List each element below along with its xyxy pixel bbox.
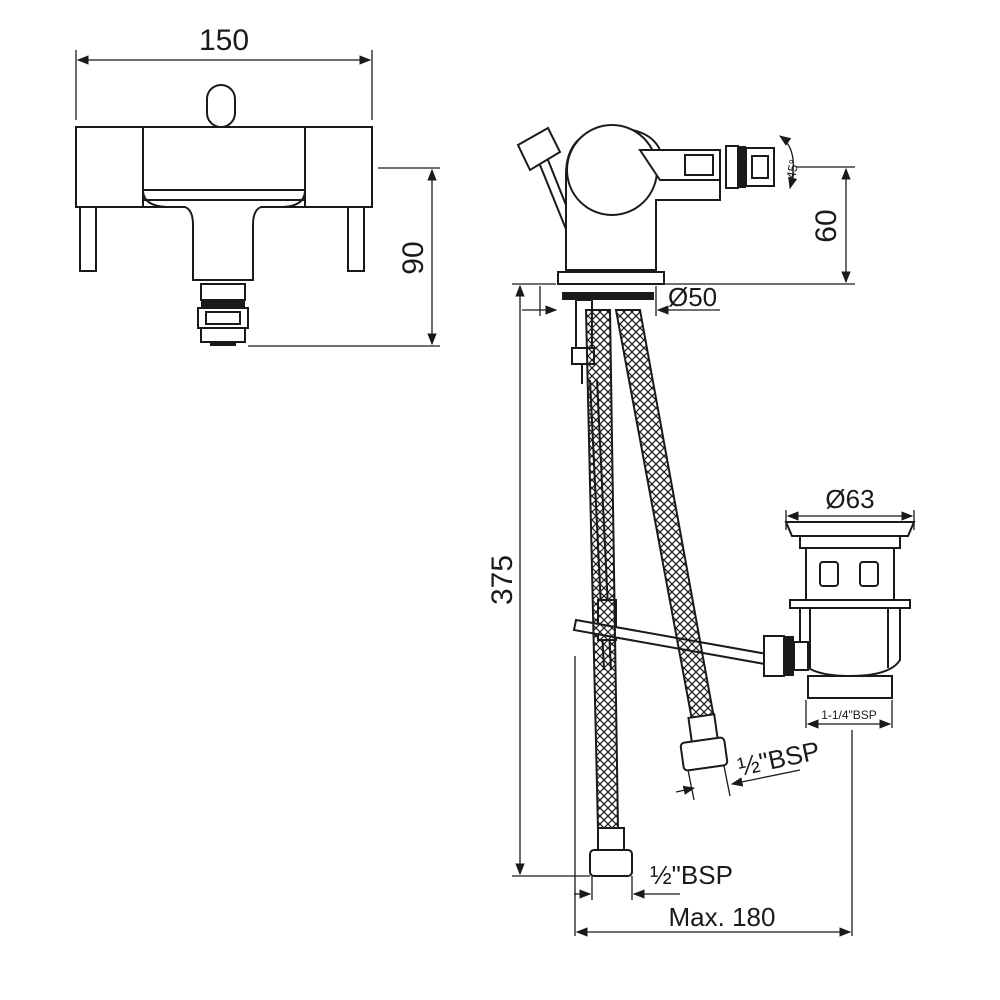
dim-ext-bsp-upper-a [687, 769, 695, 801]
waste-cap-band [799, 535, 901, 549]
nozzle-inner [205, 311, 241, 325]
lever-handle [516, 126, 562, 172]
dim-arrow-bsp-upper-left [675, 785, 696, 795]
dim-max-reach: Max. 180 [669, 902, 776, 932]
dim-waste-thread: 1-1/4"BSP [821, 708, 877, 722]
hose-right [614, 309, 716, 722]
spout-slot [684, 154, 714, 176]
waste-connector-band [784, 636, 794, 676]
top-view: 150 90 [75, 24, 440, 347]
dim-ext-bsp-upper-b [723, 765, 731, 797]
dim-top-width: 150 [199, 24, 249, 57]
spout-head-inner [751, 155, 769, 179]
dim-top-height: 90 [397, 241, 430, 274]
spout-head-band [738, 146, 746, 188]
dim-waste-diameter: Ø63 [825, 484, 874, 514]
waste-connector-a [763, 635, 785, 677]
hose-nut-lower [589, 849, 633, 877]
hose-nut-upper [679, 736, 729, 772]
spout-head-a [725, 145, 739, 189]
dim-arrow-bsp-upper-right [730, 769, 801, 787]
leg-left [79, 206, 97, 272]
waste-window-right [859, 561, 879, 587]
dim-spout-angle: 45° [783, 158, 801, 180]
dim-spout-height: 60 [810, 209, 843, 242]
leg-right [347, 206, 365, 272]
waste-flange [789, 599, 911, 609]
lever-knob [206, 84, 236, 128]
nozzle-top [200, 283, 246, 301]
nozzle-bottom [200, 327, 246, 343]
nozzle-band [201, 300, 245, 308]
waste-body [799, 607, 901, 678]
dim-base-diameter: Ø50 [668, 282, 717, 312]
hose-ferrule-lower [597, 827, 625, 851]
waste-assembly: Ø63 1-1/4"BSP [763, 484, 916, 729]
waste-thread [807, 675, 893, 699]
waste-window-left [819, 561, 839, 587]
dim-total-height: 375 [486, 555, 519, 605]
body-neck [141, 189, 307, 281]
hose-left [584, 309, 620, 831]
angle-arc [779, 135, 798, 190]
nozzle-tip [210, 342, 236, 346]
base-gasket [562, 292, 654, 300]
dim-hose-thread-lower: ½"BSP [650, 860, 733, 890]
side-body-round [566, 124, 658, 216]
waste-cap [784, 521, 916, 537]
side-base [557, 271, 665, 285]
waste-connector-b [793, 641, 809, 671]
side-view: 45° 60 Ø50 [486, 124, 916, 937]
